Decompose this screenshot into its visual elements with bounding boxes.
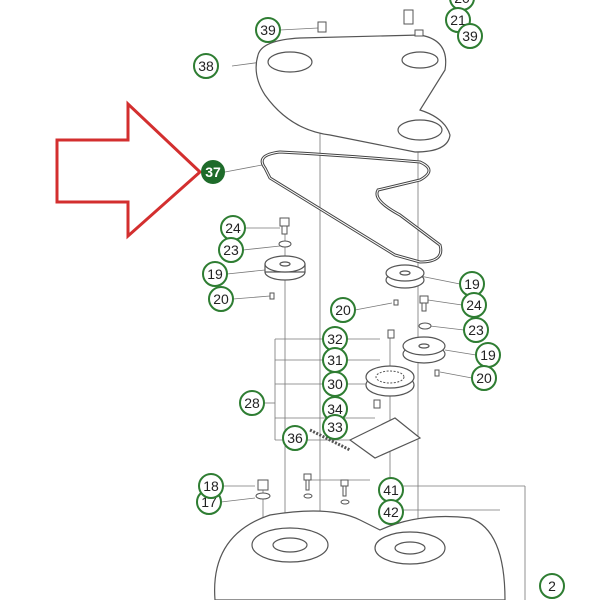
- part-label-24[interactable]: 24: [461, 292, 487, 318]
- svg-text:30: 30: [327, 376, 343, 392]
- svg-text:32: 32: [327, 331, 343, 347]
- svg-text:38: 38: [198, 58, 214, 74]
- part-label-20[interactable]: 20: [208, 286, 234, 312]
- svg-text:24: 24: [225, 220, 241, 236]
- svg-text:24: 24: [466, 297, 482, 313]
- svg-text:20: 20: [213, 291, 229, 307]
- part-label-18[interactable]: 18: [198, 473, 224, 499]
- part-label-20[interactable]: 20: [330, 297, 356, 323]
- part-label-41[interactable]: 41: [378, 477, 404, 503]
- tension-spring: [309, 428, 351, 452]
- part-label-23[interactable]: 23: [463, 317, 489, 343]
- svg-text:28: 28: [244, 395, 260, 411]
- part-label-31[interactable]: 31: [322, 347, 348, 373]
- cover-boss: [267, 51, 313, 73]
- svg-text:39: 39: [260, 22, 276, 38]
- svg-text:33: 33: [327, 419, 343, 435]
- part-label-37-highlighted[interactable]: 37: [201, 160, 225, 184]
- part-label-39[interactable]: 39: [457, 23, 483, 49]
- svg-text:23: 23: [223, 242, 239, 258]
- idler-pulley-lower: [402, 336, 446, 364]
- part-label-28[interactable]: 28: [239, 390, 265, 416]
- highlight-arrow: [55, 100, 203, 240]
- svg-text:19: 19: [464, 276, 480, 292]
- svg-text:2: 2: [548, 578, 556, 594]
- svg-text:31: 31: [327, 352, 343, 368]
- part-label-34[interactable]: 34: [322, 396, 348, 422]
- svg-text:41: 41: [383, 482, 399, 498]
- spindle-pulley: [365, 365, 415, 397]
- part-label-32[interactable]: 32: [322, 326, 348, 352]
- part-label-42[interactable]: 42: [378, 499, 404, 525]
- part-label-39[interactable]: 39: [255, 17, 281, 43]
- idler-bracket: [348, 417, 422, 459]
- svg-text:20: 20: [335, 302, 351, 318]
- svg-text:20: 20: [454, 0, 470, 6]
- svg-text:37: 37: [205, 164, 221, 180]
- part-label-24[interactable]: 24: [220, 215, 246, 241]
- svg-text:23: 23: [468, 322, 484, 338]
- idler-pulley-right: [385, 264, 425, 289]
- svg-text:34: 34: [327, 401, 343, 417]
- svg-text:18: 18: [203, 478, 219, 494]
- part-label-19[interactable]: 19: [202, 261, 228, 287]
- mower-deck: [214, 510, 506, 600]
- part-label-36[interactable]: 36: [282, 425, 308, 451]
- svg-text:19: 19: [207, 266, 223, 282]
- svg-text:42: 42: [383, 504, 399, 520]
- part-label-23[interactable]: 23: [218, 237, 244, 263]
- part-label-20[interactable]: 20: [471, 365, 497, 391]
- cover-boss: [397, 119, 443, 141]
- idler-pulley-left: [264, 255, 306, 281]
- part-label-19[interactable]: 19: [475, 342, 501, 368]
- part-label-38[interactable]: 38: [193, 53, 219, 79]
- svg-text:39: 39: [462, 28, 478, 44]
- part-label-2[interactable]: 2: [539, 573, 565, 599]
- svg-text:20: 20: [476, 370, 492, 386]
- part-label-30[interactable]: 30: [322, 371, 348, 397]
- hardware: [255, 9, 440, 505]
- svg-text:36: 36: [287, 430, 303, 446]
- svg-text:19: 19: [480, 347, 496, 363]
- cover-boss: [401, 51, 439, 69]
- part-label-33[interactable]: 33: [322, 414, 348, 440]
- svg-text:21: 21: [450, 12, 466, 28]
